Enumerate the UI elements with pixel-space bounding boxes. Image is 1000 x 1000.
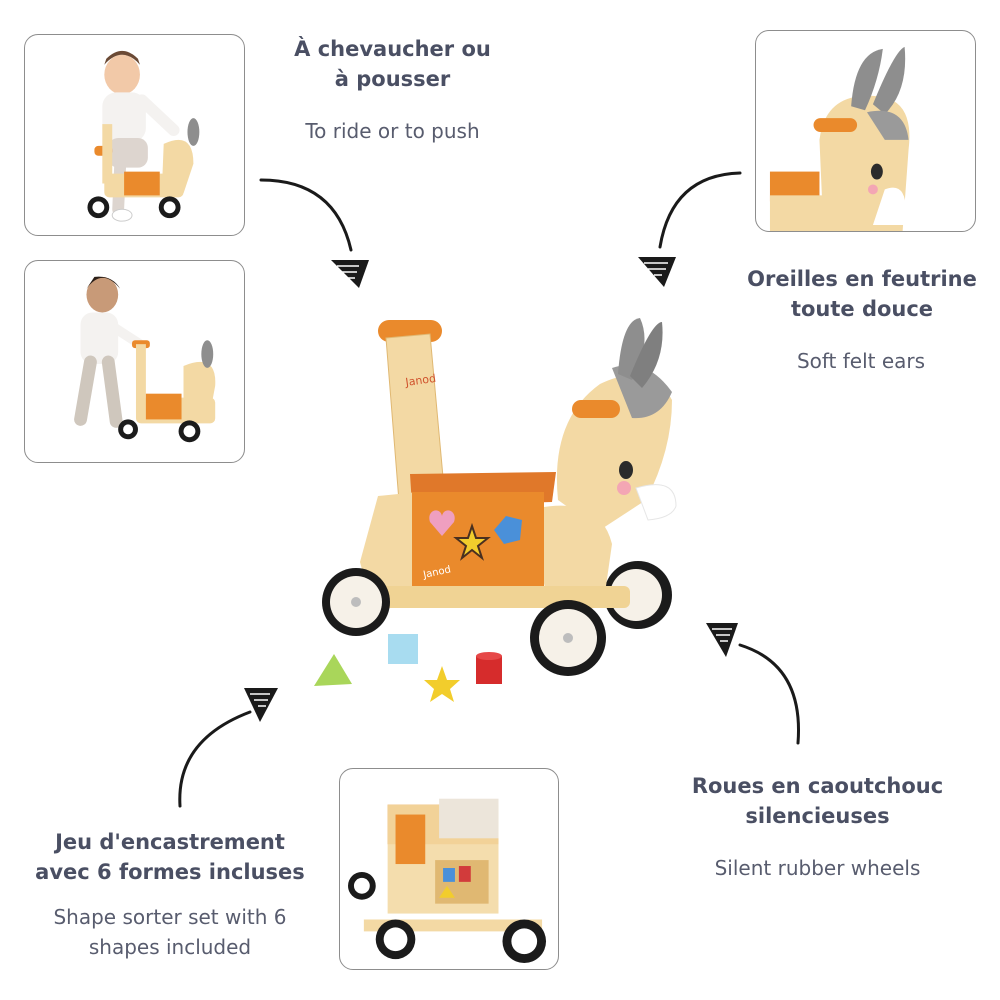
callout-shape-sorter-subtitle: Shape sorter set with 6 shapes included xyxy=(53,905,287,959)
callout-ride-push-subtitle: To ride or to push xyxy=(305,119,480,143)
arrow-ride-push xyxy=(259,178,369,288)
red-cylinder-block xyxy=(476,652,502,684)
callout-rubber-wheels-title: Roues en caoutchouc silencieuses xyxy=(691,774,944,828)
shape-sorter-sideview xyxy=(348,798,547,964)
arrow-rubber-wheels xyxy=(706,623,801,745)
callout-shape-sorter-title: Jeu d'encastrement avec 6 formes incluse… xyxy=(35,830,305,884)
pushing-child-illustration xyxy=(74,276,216,443)
arrow-shape-sorter xyxy=(178,688,278,808)
green-triangle-block xyxy=(314,654,352,686)
brand-logo-handle: Janod xyxy=(404,372,437,389)
inset-photo-pushing xyxy=(24,260,245,463)
felt-ears-closeup xyxy=(769,46,910,231)
inset-photo-shape-sorter xyxy=(339,768,559,970)
callout-felt-ears-title: Oreilles en feutrine toute douce xyxy=(747,267,977,321)
inset-photo-ears xyxy=(755,30,976,232)
front-right-wheel xyxy=(530,600,606,676)
inset-photo-riding xyxy=(24,34,245,236)
blue-cube-block xyxy=(388,634,418,664)
callout-ride-push-title: À chevaucher ou à pousser xyxy=(294,37,491,91)
rider-grip-handle xyxy=(572,400,620,418)
callout-rubber-wheels-subtitle: Silent rubber wheels xyxy=(714,856,921,880)
yellow-star-block xyxy=(424,666,460,702)
arrow-felt-ears xyxy=(638,171,742,287)
callout-felt-ears-subtitle: Soft felt ears xyxy=(796,349,926,373)
riding-child-illustration xyxy=(87,50,200,222)
front-left-wheel xyxy=(322,568,390,636)
hero-product-walker: Janod Janod xyxy=(314,318,677,702)
